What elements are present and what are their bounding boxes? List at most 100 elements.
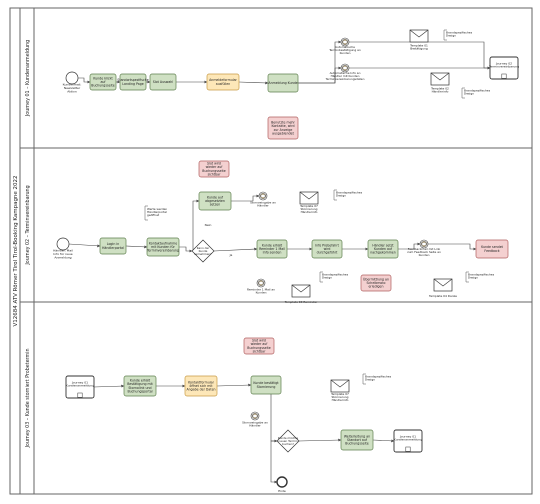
sequence-flow	[179, 246, 193, 253]
node-label: Ja	[229, 253, 233, 257]
sequence-flow	[398, 242, 421, 250]
node-label: Nein	[205, 223, 212, 227]
envelope-icon	[330, 379, 350, 393]
sequence-flow	[78, 77, 91, 84]
task-j1-t5: Anmeldung Kunde	[267, 73, 299, 93]
subprocess-marker-icon	[501, 73, 507, 79]
end-j3-end2: Ende	[276, 476, 288, 493]
envelope-icon	[409, 29, 429, 43]
envelope-icon	[260, 194, 266, 198]
envelope-icon	[430, 72, 450, 86]
sequence-flow	[93, 384, 125, 388]
sequence-flow	[238, 81, 269, 85]
sequence-flow	[213, 247, 258, 252]
sequence-flow	[125, 245, 148, 249]
lane-label-j1: Journey 01 – Kundenanmeldung	[25, 40, 31, 117]
sequence-flow	[298, 66, 342, 84]
node-label: Anmeldung Kunde	[268, 81, 297, 85]
node-label: Ende	[278, 489, 286, 493]
node-label: Template 04 Danke	[428, 294, 457, 298]
message-j2-m1: Template 03 Reminder	[284, 284, 318, 304]
sequence-flow	[372, 439, 395, 443]
pool-title: V12684 ATV Römer Tirol Tirol-Booking Kam…	[13, 175, 19, 326]
sequence-flow	[216, 383, 252, 387]
envelope-icon	[252, 414, 258, 418]
node-label: Slot Auswahl	[153, 80, 174, 84]
envelope-icon	[258, 281, 264, 285]
envelope-icon	[421, 242, 427, 246]
envelope-icon	[433, 278, 453, 292]
envelope-icon	[291, 284, 311, 298]
sequence-flow	[231, 194, 260, 202]
